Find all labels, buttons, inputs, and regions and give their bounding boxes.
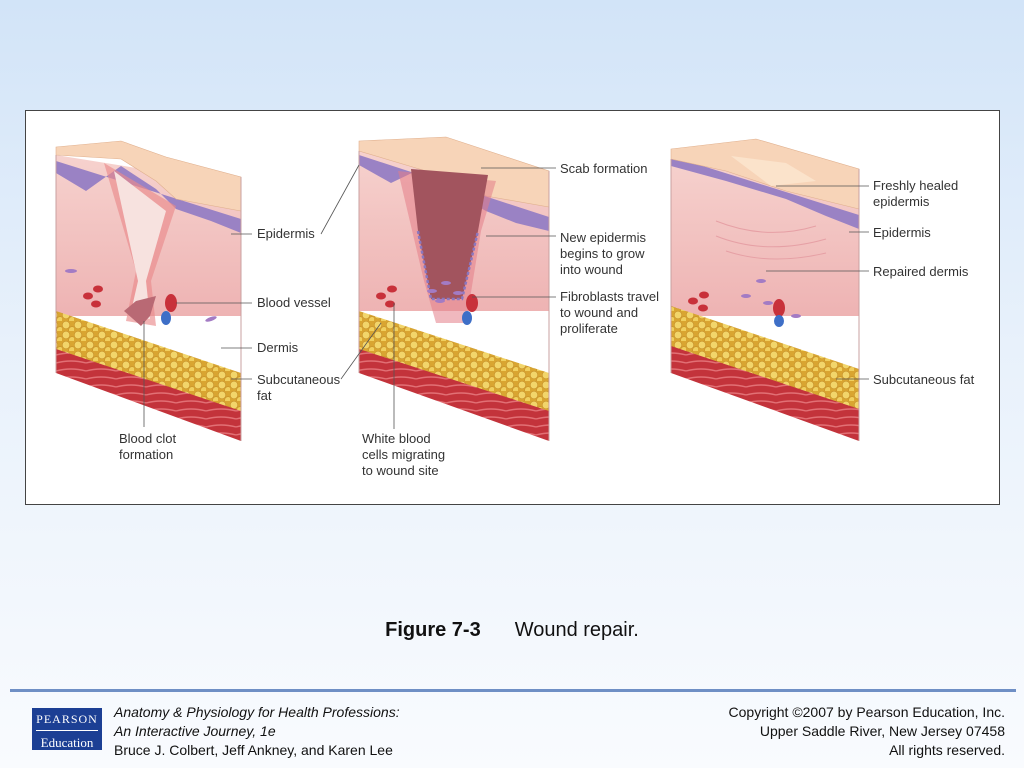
footer-divider xyxy=(10,689,1016,692)
figure-panel: Epidermis Blood vessel Dermis Subcutaneo… xyxy=(25,110,1000,505)
label-white-blood-cells: White blood cells migrating to wound sit… xyxy=(362,431,449,478)
figure-number: Figure 7-3 xyxy=(385,619,481,641)
label-scab-formation: Scab formation xyxy=(560,161,647,176)
copyright-line-1: Copyright ©2007 by Pearson Education, In… xyxy=(728,704,1005,720)
copyright-notice: Copyright ©2007 by Pearson Education, In… xyxy=(729,703,1005,760)
label-epidermis-3: Epidermis xyxy=(873,225,931,240)
stage1-illustration xyxy=(55,140,242,441)
stage2-illustration xyxy=(358,136,550,441)
label-subcutaneous-fat-1: Subcutaneous fat xyxy=(257,372,344,403)
label-subcutaneous-fat-3: Subcutaneous fat xyxy=(873,372,975,387)
label-new-epidermis: New epidermis begins to grow into wound xyxy=(560,230,650,277)
label-epidermis-1: Epidermis xyxy=(257,226,315,241)
figure-caption: Figure 7-3 Wound repair. xyxy=(0,619,1024,642)
book-subtitle: An Interactive Journey, 1e xyxy=(114,723,276,739)
pearson-education-logo: PEARSON Education xyxy=(32,708,102,750)
figure-title: Wound repair. xyxy=(514,619,639,641)
copyright-line-2: Upper Saddle River, New Jersey 07458 xyxy=(759,723,1005,739)
label-fibroblasts: Fibroblasts travel to wound and prolifer… xyxy=(560,289,663,336)
copyright-line-3: All rights reserved. xyxy=(889,742,1005,758)
label-blood-clot: Blood clot formation xyxy=(119,431,180,462)
book-citation: Anatomy & Physiology for Health Professi… xyxy=(114,703,400,760)
label-repaired-dermis: Repaired dermis xyxy=(873,264,969,279)
label-freshly-healed-epidermis: Freshly healed epidermis xyxy=(873,178,962,209)
stage3-illustration xyxy=(670,138,860,441)
label-dermis: Dermis xyxy=(257,340,299,355)
book-title: Anatomy & Physiology for Health Professi… xyxy=(114,704,400,720)
leader-lines xyxy=(143,164,869,429)
label-blood-vessel: Blood vessel xyxy=(257,295,331,310)
book-authors: Bruce J. Colbert, Jeff Ankney, and Karen… xyxy=(114,742,393,758)
